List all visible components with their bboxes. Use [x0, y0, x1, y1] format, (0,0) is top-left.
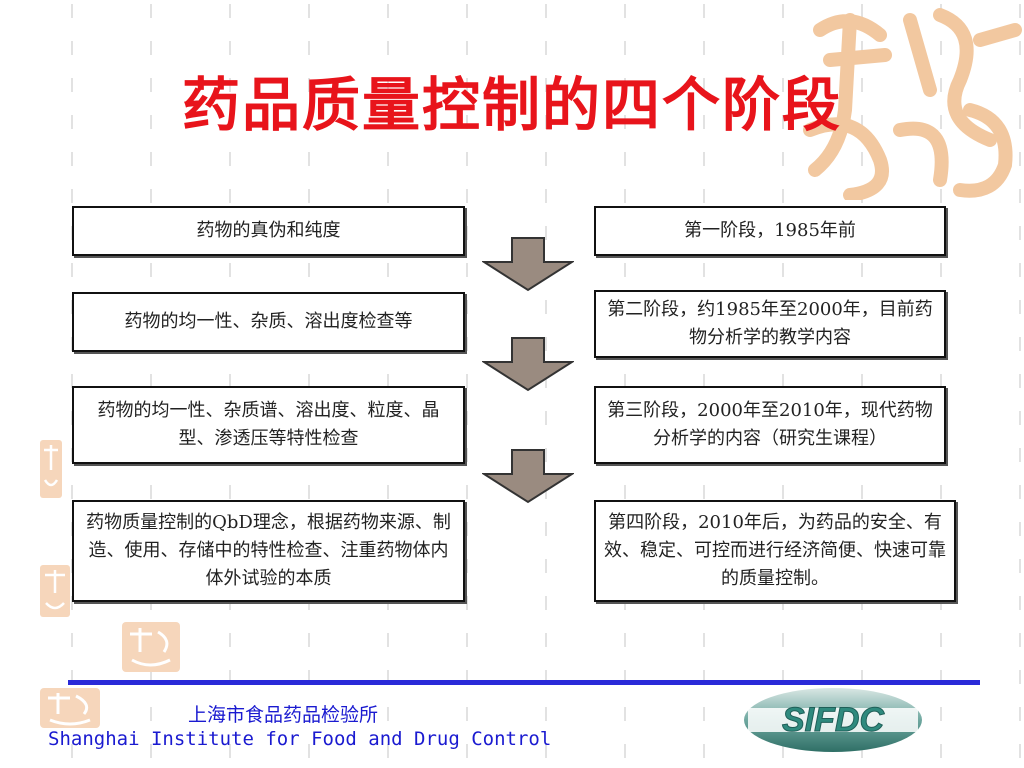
institute-name-chinese: 上海市食品药品检验所 [188, 704, 379, 726]
left-box-4: 药物质量控制的QbD理念，根据药物来源、制造、使用、存储中的特性检查、注重药物体… [72, 500, 465, 602]
institute-name-english: Shanghai Institute for Food and Drug Con… [48, 728, 552, 750]
seal-decoration-large [803, 8, 1022, 200]
logo-text: SIFDC [782, 701, 884, 739]
right-box-1: 第一阶段，1985年前 [594, 206, 946, 256]
left-box-2: 药物的均一性、杂质、溶出度检查等 [72, 292, 465, 352]
down-arrow-icon-1 [482, 237, 574, 292]
right-box-2: 第二阶段，约1985年至2000年，目前药物分析学的教学内容 [594, 290, 946, 358]
seal-decoration-left-2 [40, 565, 70, 617]
sifdc-logo: SIFDC [744, 688, 922, 752]
right-box-3: 第三阶段，2000年至2010年，现代药物分析学的内容（研究生课程） [594, 386, 946, 464]
footer-rule [68, 680, 980, 685]
page-title: 药品质量控制的四个阶段 [181, 71, 842, 139]
seal-decoration-left-1 [40, 440, 62, 498]
down-arrow-icon-3 [482, 449, 574, 504]
seal-decoration-left-3 [122, 622, 180, 672]
right-box-4: 第四阶段，2010年后，为药品的安全、有效、稳定、可控而进行经济简便、快速可靠的… [594, 500, 956, 602]
seal-decoration-left-4 [40, 688, 100, 728]
left-box-3: 药物的均一性、杂质谱、溶出度、粒度、晶型、渗透压等特性检查 [72, 386, 465, 464]
down-arrow-icon-2 [482, 337, 574, 392]
left-box-1: 药物的真伪和纯度 [72, 206, 465, 256]
